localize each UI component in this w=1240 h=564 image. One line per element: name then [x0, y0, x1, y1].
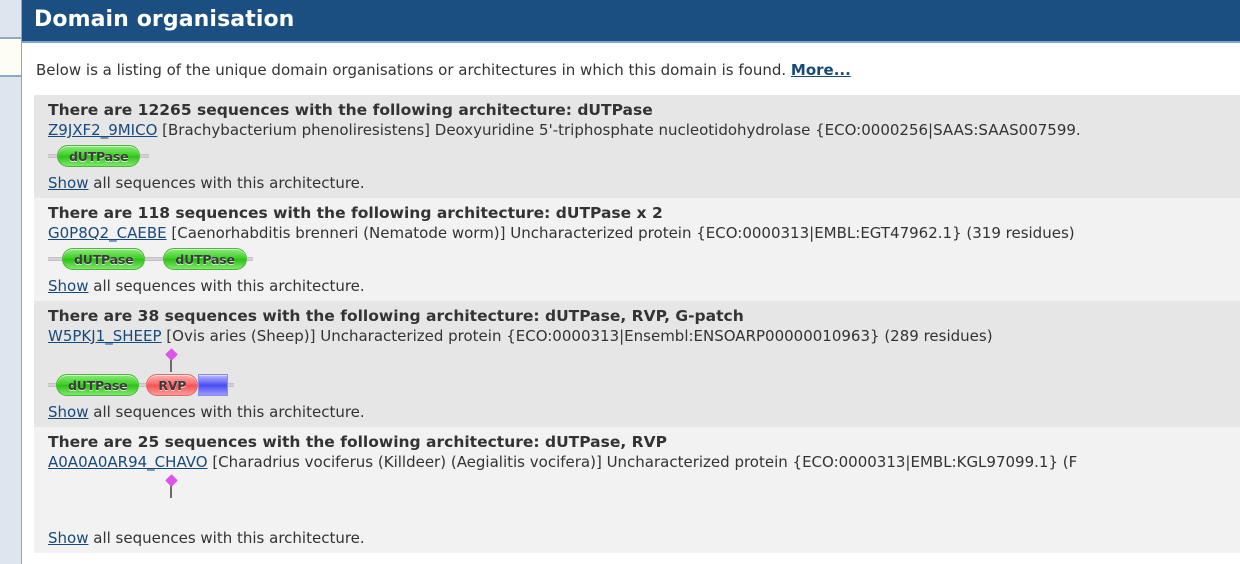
- architecture-block: There are 25 sequences with the followin…: [34, 427, 1240, 553]
- domain-pill[interactable]: dUTPase: [62, 248, 146, 270]
- domain-graphic[interactable]: [48, 472, 1240, 527]
- show-sequences-link[interactable]: Show: [48, 529, 89, 547]
- connector-line: [246, 257, 253, 261]
- show-suffix: all sequences with this architecture.: [88, 403, 365, 421]
- architecture-block: There are 118 sequences with the followi…: [34, 198, 1240, 301]
- show-suffix: all sequences with this architecture.: [88, 174, 365, 192]
- domain-track: [48, 498, 1240, 524]
- show-sequences-link[interactable]: Show: [48, 277, 89, 295]
- diamond-icon: [164, 348, 178, 361]
- show-line: Show all sequences with this architectur…: [48, 527, 1240, 547]
- domain-graphic[interactable]: dUTPase dUTPase: [48, 243, 1240, 275]
- sequence-description: [Caenorhabditis brenneri (Nematode worm)…: [166, 224, 1075, 242]
- sequence-accession-link[interactable]: W5PKJ1_SHEEP: [48, 327, 162, 345]
- sequence-accession-link[interactable]: A0A0A0AR94_CHAVO: [48, 453, 208, 471]
- domain-block[interactable]: [198, 374, 229, 396]
- sequence-accession-link[interactable]: Z9JXF2_9MICO: [48, 121, 158, 139]
- show-line: Show all sequences with this architectur…: [48, 275, 1240, 295]
- marker-stalk: [170, 484, 172, 498]
- marker-stalk: [170, 358, 172, 372]
- sidebar-panel-bottom[interactable]: [0, 76, 22, 564]
- sequence-accession-link[interactable]: G0P8Q2_CAEBE: [48, 224, 167, 242]
- more-link[interactable]: More...: [790, 61, 851, 79]
- sidebar-panel-active[interactable]: [0, 38, 22, 76]
- sidebar-panel-top[interactable]: [0, 0, 22, 38]
- show-sequences-link[interactable]: Show: [48, 403, 89, 421]
- diamond-icon: [164, 474, 178, 487]
- architecture-block: There are 38 sequences with the followin…: [34, 301, 1240, 427]
- show-line: Show all sequences with this architectur…: [48, 401, 1240, 421]
- domain-track: dUTPase dUTPase: [48, 246, 1240, 272]
- sequence-line: A0A0A0AR94_CHAVO [Charadrius vociferus (…: [48, 453, 1240, 472]
- sequence-line: W5PKJ1_SHEEP [Ovis aries (Sheep)] Unchar…: [48, 327, 1240, 346]
- page-title: Domain organisation: [22, 0, 1240, 43]
- sequence-line: G0P8Q2_CAEBE [Caenorhabditis brenneri (N…: [48, 224, 1240, 243]
- architecture-block: There are 12265 sequences with the follo…: [34, 95, 1240, 198]
- show-line: Show all sequences with this architectur…: [48, 172, 1240, 192]
- domain-pill[interactable]: RVP: [146, 374, 199, 396]
- architecture-title: There are 118 sequences with the followi…: [48, 204, 663, 222]
- domain-pill[interactable]: dUTPase: [56, 374, 140, 396]
- architecture-list: There are 12265 sequences with the follo…: [34, 95, 1240, 553]
- connector-line: [48, 154, 57, 158]
- domain-track: dUTPase: [48, 143, 1240, 169]
- domain-track: dUTPase RVP: [48, 372, 1240, 398]
- connector-line: [145, 257, 155, 261]
- marker-lane: [48, 472, 1240, 498]
- show-suffix: all sequences with this architecture.: [88, 529, 365, 547]
- sequence-description: [Ovis aries (Sheep)] Uncharacterized pro…: [161, 327, 993, 345]
- left-sidebar-strip: [0, 0, 22, 564]
- domain-pill[interactable]: dUTPase: [57, 145, 141, 167]
- domain-graphic[interactable]: dUTPase: [48, 140, 1240, 172]
- main-content: Domain organisation Below is a listing o…: [22, 0, 1240, 564]
- connector-line: [139, 383, 147, 387]
- connector-line: [48, 257, 62, 261]
- architecture-title: There are 25 sequences with the followin…: [48, 433, 667, 451]
- show-suffix: all sequences with this architecture.: [88, 277, 365, 295]
- architecture-title: There are 12265 sequences with the follo…: [48, 101, 653, 119]
- intro-text: Below is a listing of the unique domain …: [36, 61, 791, 79]
- connector-line: [48, 383, 56, 387]
- architecture-title: There are 38 sequences with the followin…: [48, 307, 744, 325]
- show-sequences-link[interactable]: Show: [48, 174, 89, 192]
- marker-lane: [48, 346, 1240, 372]
- intro-paragraph: Below is a listing of the unique domain …: [22, 43, 1240, 95]
- sequence-description: [Brachybacterium phenoliresistens] Deoxy…: [157, 121, 1081, 139]
- domain-graphic[interactable]: dUTPase RVP: [48, 346, 1240, 401]
- motif-marker-icon[interactable]: [164, 348, 178, 372]
- connector-line: [228, 383, 235, 387]
- domain-pill[interactable]: dUTPase: [163, 248, 247, 270]
- connector-line: [140, 154, 150, 158]
- connector-line: [154, 257, 164, 261]
- motif-marker-icon[interactable]: [164, 474, 178, 498]
- sequence-description: [Charadrius vociferus (Killdeer) (Aegial…: [207, 453, 1078, 471]
- sequence-line: Z9JXF2_9MICO [Brachybacterium phenolires…: [48, 121, 1240, 140]
